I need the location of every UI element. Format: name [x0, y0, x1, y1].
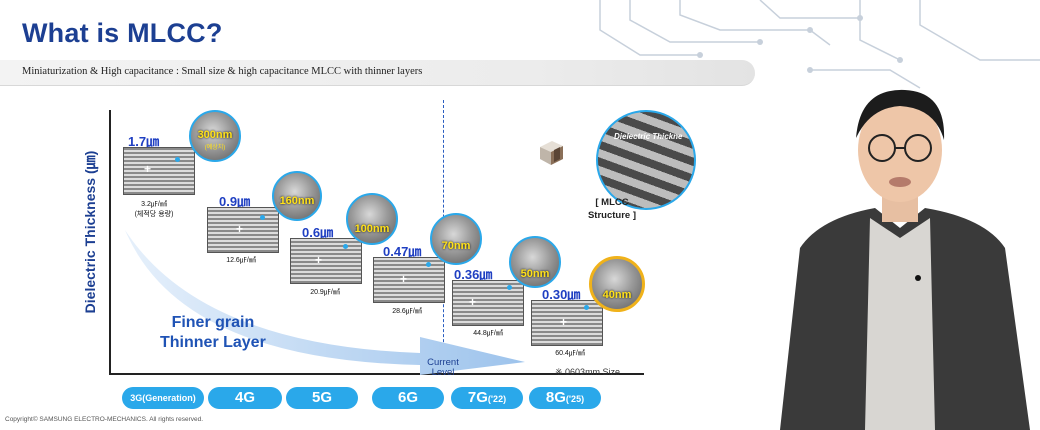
- capacitance-value-3: 20.9㎌/㎟: [303, 287, 347, 297]
- slide-title: What is MLCC?: [22, 18, 223, 49]
- capacitance-note-1: (체적당 용량): [132, 209, 176, 219]
- generation-label-5g: 5G: [312, 389, 332, 406]
- cross-section-image-6: +: [531, 300, 603, 346]
- grain-size-4: 70nm: [432, 240, 480, 252]
- generation-year-7g: ('22): [488, 394, 506, 404]
- cross-section-image-1: +: [123, 147, 195, 195]
- generation-label-3g: 3G(Generation): [130, 393, 196, 403]
- grain-size-1: 300nm: [191, 129, 239, 141]
- generation-pill-5g: 5G: [286, 387, 358, 409]
- trend-text-line1: Finer grain: [160, 313, 266, 333]
- generation-pill-6g: 6G: [372, 387, 444, 409]
- capacitance-1: 3.2㎌/㎟ (체적당 용량): [132, 199, 176, 219]
- generation-pill-4g: 4G: [208, 387, 282, 409]
- trend-text: Finer grain Thinner Layer: [160, 313, 266, 353]
- grain-note-1: (예상치): [191, 142, 239, 151]
- grain-size-5: 50nm: [511, 268, 559, 280]
- presenter-video: [760, 78, 1040, 430]
- y-axis-line: [109, 110, 111, 374]
- y-axis-label: Dielectric Thickness (㎛): [80, 112, 100, 352]
- link-dot-6: [584, 305, 589, 310]
- cross-section-image-4: +: [373, 257, 445, 303]
- mlcc-structure-label: [ MLCC Structure ]: [582, 196, 642, 222]
- generation-pill-8g: 8G('25): [529, 387, 601, 409]
- link-dot-1: [175, 157, 180, 162]
- link-dot-2: [260, 215, 265, 220]
- trend-text-line2: Thinner Layer: [160, 333, 266, 353]
- grain-circle-2: 160nm: [272, 171, 322, 221]
- capacitance-value-5: 44.8㎌/㎟: [464, 328, 512, 338]
- link-dot-4: [426, 262, 431, 267]
- grain-circle-3: 100nm: [346, 193, 398, 245]
- link-dot-3: [343, 244, 348, 249]
- generation-year-8g: ('25): [566, 394, 584, 404]
- generation-pill-3g: 3G(Generation): [122, 387, 204, 409]
- generation-label-7g: 7G: [468, 389, 488, 406]
- link-dot-5: [507, 285, 512, 290]
- cross-section-image-3: +: [290, 238, 362, 284]
- generation-label-6g: 6G: [398, 389, 418, 406]
- copyright-text: Copyright© SAMSUNG ELECTRO-MECHANICS. Al…: [5, 416, 203, 423]
- capacitance-value-2: 12.6㎌/㎟: [219, 255, 263, 265]
- cross-section-image-5: +: [452, 280, 524, 326]
- grain-circle-1: 300nm (예상치): [189, 110, 241, 162]
- capacitance-value-4: 28.6㎌/㎟: [383, 306, 431, 316]
- current-level-label: Current Level: [417, 358, 469, 378]
- slide-subtitle: Miniaturization & High capacitance : Sma…: [22, 66, 422, 77]
- mlcc-structure-inset: Dielectric Thickne: [596, 110, 696, 210]
- grain-size-3: 100nm: [348, 223, 396, 235]
- cross-section-image-2: +: [207, 207, 279, 253]
- grain-circle-5: 50nm: [509, 236, 561, 288]
- grain-size-6: 40nm: [592, 289, 642, 301]
- grain-circle-4: 70nm: [430, 213, 482, 265]
- generation-label-4g: 4G: [235, 389, 255, 406]
- capacitance-value-1: 3.2㎌/㎟: [132, 199, 176, 209]
- capacitance-value-6: 60.4㎌/㎟: [546, 348, 594, 358]
- size-note: ※ 0603mm Size: [555, 367, 620, 378]
- generation-pill-7g: 7G('22): [451, 387, 523, 409]
- grain-circle-6: 40nm: [589, 256, 645, 312]
- generation-label-8g: 8G: [546, 389, 566, 406]
- grain-size-2: 160nm: [274, 195, 320, 207]
- mlcc-inset-text: Dielectric Thickne: [614, 132, 682, 141]
- mlcc-chip-icon: [536, 137, 566, 167]
